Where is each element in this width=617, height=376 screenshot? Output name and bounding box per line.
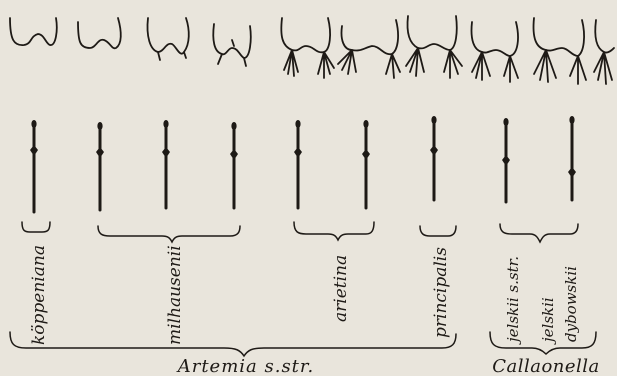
label-milhausenii: milhausenii — [165, 245, 185, 345]
furca-sketch-3 — [147, 18, 188, 60]
label-dybowskii: dybowskii — [562, 266, 580, 342]
label-artemia-group: Artemia s.str. — [176, 356, 315, 376]
label-principalis: principalis — [431, 247, 451, 338]
needle-knot — [30, 145, 38, 156]
furca-sketch-9 — [534, 18, 587, 84]
group-labels: Artemia s.str. Callaonella — [176, 356, 600, 376]
needle-knot — [96, 147, 104, 158]
species-labels: köppeniana milhausenii arietina principa… — [29, 245, 580, 345]
label-callaonella-group: Callaonella — [492, 356, 600, 376]
needle-head — [503, 118, 508, 126]
label-koppeniana: köppeniana — [29, 245, 49, 345]
furca-sketch-1 — [10, 18, 57, 45]
needle-head — [363, 120, 368, 128]
needle-head — [163, 120, 168, 128]
milhausenii-bracket — [98, 226, 240, 242]
needle-knot — [568, 167, 576, 178]
furca-sketch-6 — [338, 20, 400, 78]
needle-1 — [30, 120, 38, 212]
furca-sketch-5 — [281, 18, 334, 78]
label-arietina: arietina — [331, 255, 351, 322]
needle-head — [97, 122, 102, 130]
needle-knot — [294, 147, 302, 158]
principalis-bracket — [420, 226, 456, 236]
needle-head — [295, 120, 300, 128]
needle-row — [30, 116, 576, 212]
needle-5 — [294, 120, 302, 208]
needle-knot — [430, 145, 438, 156]
needle-8 — [502, 118, 510, 202]
furca-sketch-8 — [471, 22, 518, 82]
furca-sketch-row — [10, 16, 614, 84]
label-jelskii-sstr: jelskii s.str. — [504, 256, 522, 345]
furca-sketch-2 — [78, 18, 121, 48]
needle-2 — [96, 122, 104, 210]
needle-head — [231, 122, 236, 130]
needle-7 — [430, 116, 438, 200]
arietina-bracket — [294, 222, 374, 240]
koppeniana-bracket — [22, 222, 50, 232]
callaonella-inner-bracket — [500, 224, 578, 242]
furca-sketch-7 — [406, 16, 462, 78]
furca-sketch-4 — [213, 24, 250, 66]
needle-head — [31, 120, 36, 128]
needle-9 — [568, 116, 576, 200]
needle-knot — [230, 149, 238, 160]
furca-sketch-10 — [594, 20, 614, 84]
needle-knot — [502, 155, 510, 166]
artemia-group-bracket — [10, 332, 456, 356]
needle-knot — [362, 149, 370, 160]
needle-knot — [162, 147, 170, 158]
needle-3 — [162, 120, 170, 208]
needle-head — [431, 116, 436, 124]
label-jelskii: jelskii — [539, 297, 557, 345]
needle-4 — [230, 122, 238, 208]
needle-6 — [362, 120, 370, 208]
needle-head — [569, 116, 574, 124]
